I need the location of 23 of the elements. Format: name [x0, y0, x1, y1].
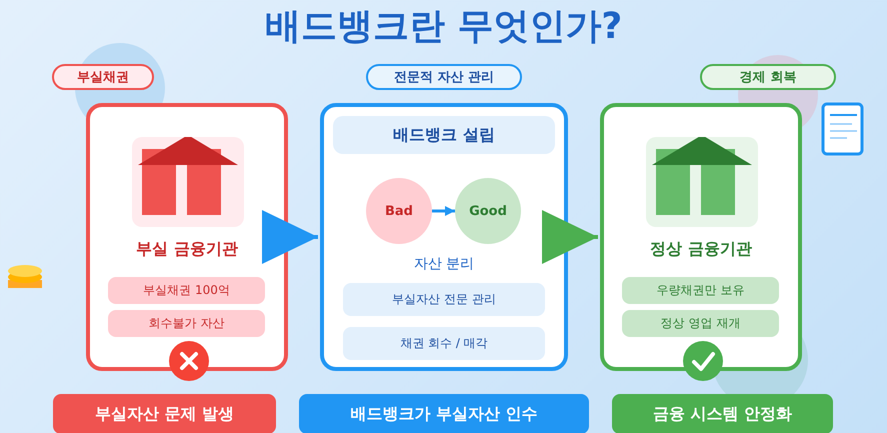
- header-box: 배드뱅크 설립: [333, 116, 555, 154]
- tag-pill: 부실채권: [52, 64, 154, 90]
- stage-banner: 배드뱅크가 부실자산 인수: [299, 394, 589, 433]
- info-pill: 부실자산 전문 관리: [343, 283, 545, 316]
- info-pill: 회수불가 자산: [108, 310, 265, 337]
- card-title: 부실 금융기관: [135, 239, 239, 260]
- title: 배드뱅크란 무엇인가?: [264, 5, 624, 49]
- info-pill: 정상 영업 재개: [622, 310, 779, 337]
- arrow: [262, 210, 318, 264]
- stage-banner: 부실자산 문제 발생: [53, 394, 276, 433]
- arrow: [432, 206, 455, 216]
- card-title: 정상 금융기관: [649, 239, 753, 260]
- stage-banner: 금융 시스템 안정화: [612, 394, 833, 433]
- tag-pill: 전문적 자산 관리: [366, 64, 522, 90]
- tag-pill: 경제 회복: [700, 64, 836, 90]
- info-pill: 우량채권만 보유: [622, 277, 779, 304]
- stage-card: [320, 103, 568, 371]
- info-pill: 부실채권 100억: [108, 277, 265, 304]
- arrow: [542, 210, 598, 264]
- info-pill: 채권 회수 / 매각: [343, 327, 545, 360]
- asset-circle: Bad: [366, 178, 432, 244]
- caption-text: 자산 분리: [412, 255, 476, 273]
- asset-circle: Good: [455, 178, 521, 244]
